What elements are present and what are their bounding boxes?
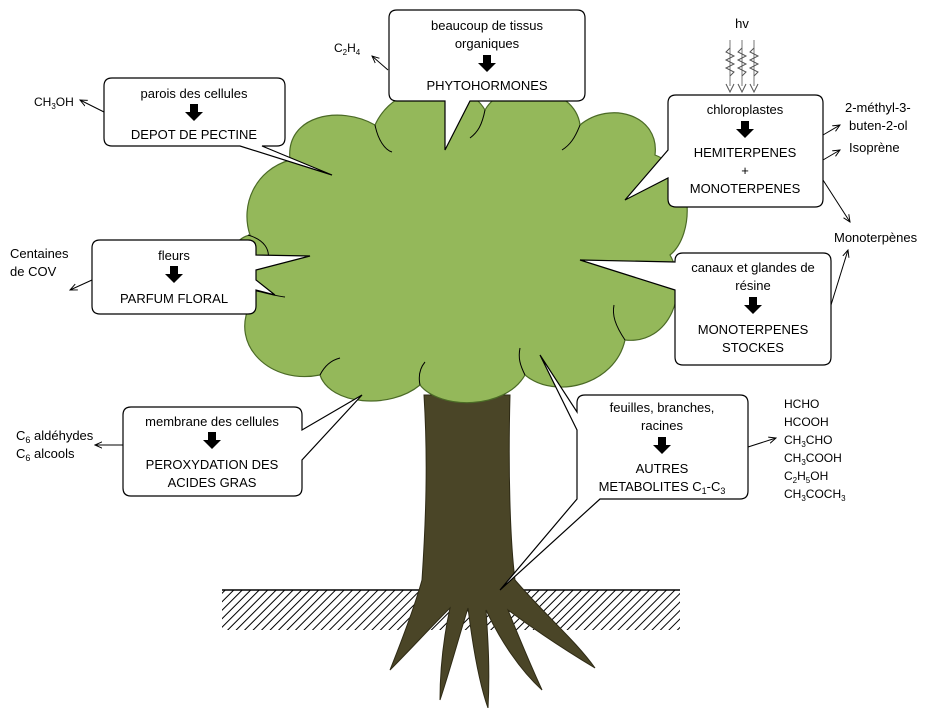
feuilles-source-line2: racines [641,418,683,433]
callout-membrane [122,394,363,497]
hcooh-label: HCOOH [784,415,829,429]
arrow-oxygenated [747,438,776,448]
light-label: hv [735,16,749,31]
chloro-product-line2: MONOTERPENES [690,181,801,196]
callout-resine [579,252,832,366]
arrow-monoterpenes-chloro [822,179,850,222]
arrow-methanol [80,100,105,113]
methanol-label: CH3OH [34,95,74,111]
callout-parois [103,77,333,176]
chloro-product-line1: HEMITERPENES [694,145,797,160]
canopy-curl [319,357,341,376]
c2h5oh-label: C2H5OH [784,469,828,485]
arrow-isoprene [822,150,840,161]
down-arrow-icon [203,432,221,449]
tissus-source-line1: beaucoup de tissus [431,18,544,33]
resine-product-line1: MONOTERPENES [698,322,809,337]
down-arrow-icon [736,121,754,138]
chloro-plus: + [741,163,749,178]
callout-fleurs [91,239,311,315]
hcho-label: HCHO [784,397,819,411]
fleurs-source: fleurs [158,248,190,263]
arrow-cov [70,279,93,290]
membrane-product-line1: PEROXYDATION DES [146,457,279,472]
light-rays-icon [724,40,760,94]
down-arrow-icon [478,55,496,72]
arrow-methylbutenol [822,125,840,136]
ch3coch3-label: CH3COCH3 [784,487,846,503]
ch3cho-label: CH3CHO [784,433,832,449]
arrow-ethylene [372,56,389,71]
parois-source: parois des cellules [141,86,248,101]
canopy-curl [418,361,426,386]
isoprene-label: Isoprène [849,140,900,155]
tree-canopy [228,86,688,404]
ethylene-label: C2H4 [334,41,361,57]
down-arrow-icon [185,104,203,121]
canopy-curl [374,124,393,153]
methylbutenol-line2: buten-2-ol [849,118,908,133]
feuilles-product-line2: METABOLITES C1-C3 [599,479,726,496]
feuilles-source-line1: feuilles, branches, [610,400,715,415]
down-arrow-icon [744,297,762,314]
callout-chloro [624,94,824,208]
monoterpenes-label: Monoterpènes [834,230,918,245]
callout-feuilles [499,354,749,591]
canopy-curl [469,109,486,139]
arrow-monoterpenes-resine [830,250,848,306]
fleurs-product: PARFUM FLORAL [120,291,228,306]
callout-tissus [388,9,586,151]
parois-product: DEPOT DE PECTINE [131,127,258,142]
feuilles-product-line1: AUTRES [636,461,689,476]
membrane-source: membrane des cellules [145,414,279,429]
resine-source-line1: canaux et glandes de [691,260,815,275]
methylbutenol-line1: 2-méthyl-3- [845,100,911,115]
cov-line1: Centaines [10,246,69,261]
aldehydes-label: C6 aldéhydes [16,428,94,445]
canopy-curl [518,347,526,376]
down-arrow-icon [165,266,183,283]
canopy-curl [612,304,626,341]
resine-source-line2: résine [735,278,770,293]
resine-product-line2: STOCKES [722,340,784,355]
chloro-source: chloroplastes [707,102,784,117]
tissus-product: PHYTOHORMONES [426,78,547,93]
tissus-source-line2: organiques [455,36,520,51]
down-arrow-icon [653,437,671,454]
alcools-label: C6 alcools [16,446,75,463]
canopy-curl [561,124,581,151]
ch3cooh-label: CH3COOH [784,451,842,467]
tree-trunk [389,394,596,708]
cov-line2: de COV [10,264,57,279]
membrane-product-line2: ACIDES GRAS [168,475,257,490]
